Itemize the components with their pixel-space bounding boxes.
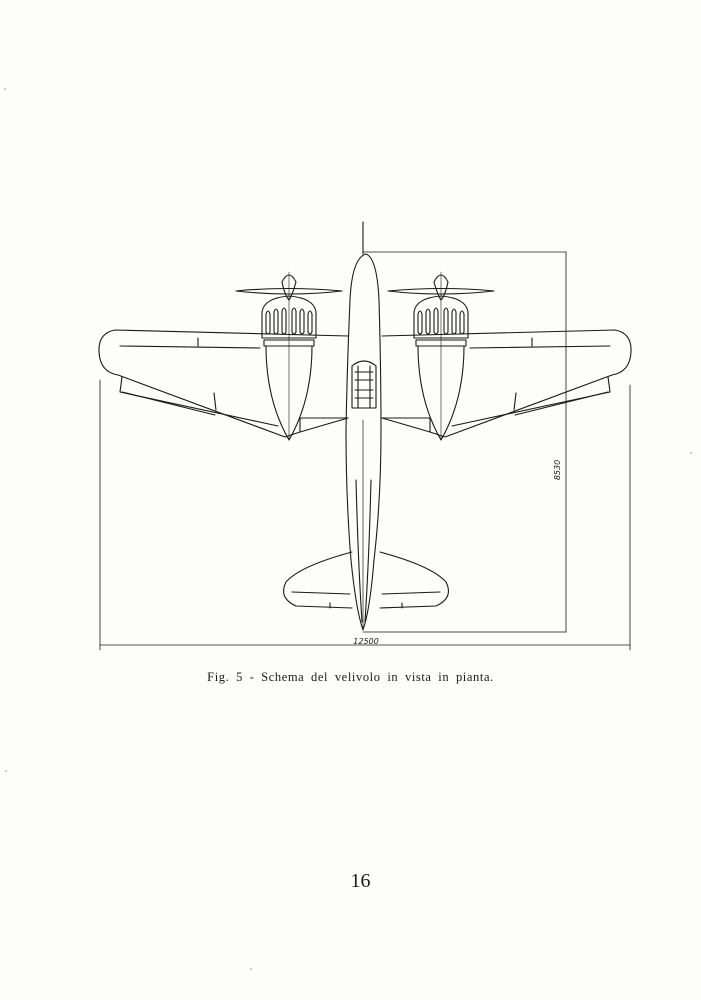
scan-speck bbox=[690, 452, 692, 454]
left-engine-nacelle bbox=[235, 271, 343, 441]
scan-speck bbox=[5, 770, 7, 772]
length-dimension-label: 8530 bbox=[553, 460, 562, 480]
span-dimension-label: 12500 bbox=[353, 637, 378, 646]
right-tailplane bbox=[379, 551, 449, 609]
aircraft-plan-view-svg: 12500 8530 bbox=[98, 221, 632, 651]
left-tailplane bbox=[283, 551, 353, 609]
right-engine-nacelle bbox=[387, 271, 495, 441]
dimension-lines bbox=[99, 251, 631, 651]
scan-speck bbox=[4, 88, 6, 90]
right-wing bbox=[381, 329, 632, 438]
left-wing bbox=[98, 329, 349, 438]
scan-speck bbox=[250, 968, 252, 970]
figure-caption: Fig. 5 - Schema del velivolo in vista in… bbox=[207, 670, 494, 684]
fuselage bbox=[345, 221, 382, 631]
aircraft-plan-view-drawing: 12500 8530 bbox=[0, 200, 701, 670]
page-number: 16 bbox=[350, 870, 371, 892]
